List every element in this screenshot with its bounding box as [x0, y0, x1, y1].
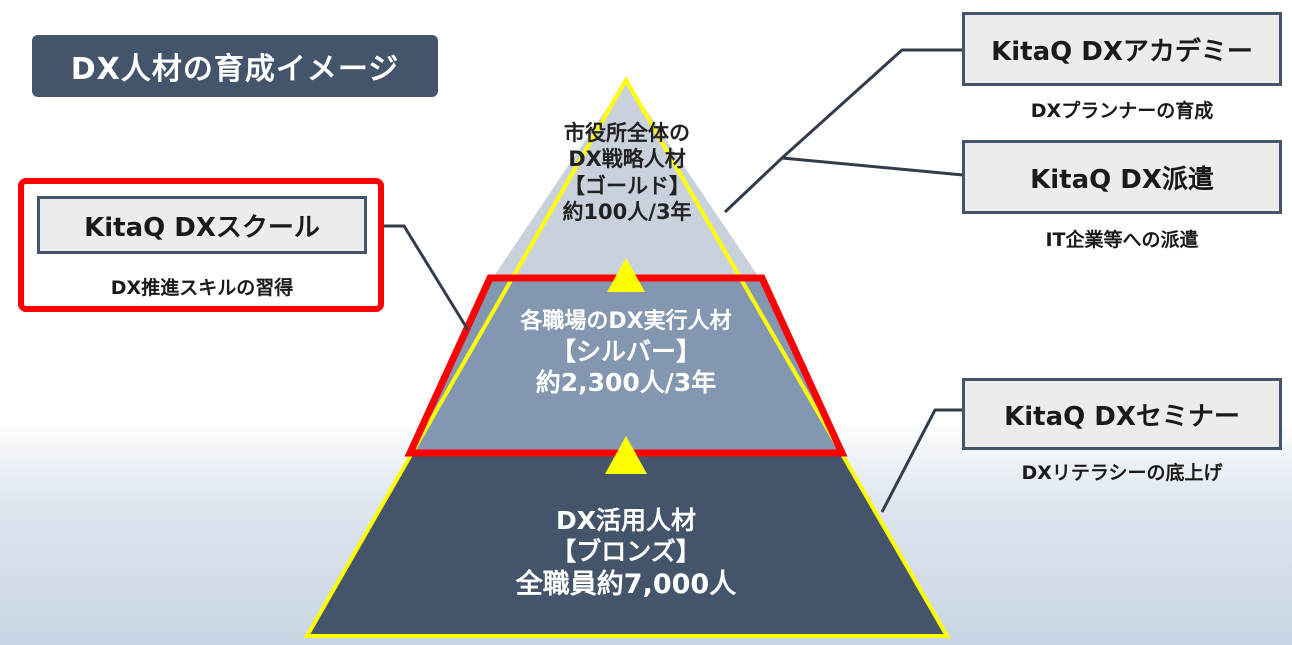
connector-dispatch: [781, 156, 964, 177]
program-caption-academy: DXプランナーの育成: [1030, 100, 1214, 122]
program-box-school: KitaQ DXスクール: [37, 196, 367, 254]
silver-line-2: 【シルバー】: [550, 336, 701, 366]
silver-line-3: 約2,300人/3年: [535, 367, 717, 397]
program-box-seminar: KitaQ DXセミナー: [962, 378, 1282, 450]
gold-line-2: DX戦略人材: [568, 147, 686, 172]
gold-line-3: 【ゴールド】: [564, 173, 690, 198]
gold-line-4: 約100人/3年: [562, 199, 692, 224]
bronze-line-2: 【ブロンズ】: [551, 537, 701, 567]
program-box-academy: KitaQ DXアカデミー: [962, 12, 1282, 86]
up-arrow-silver: [605, 436, 647, 474]
silver-line-1: 各職場のDX実行人材: [520, 309, 732, 334]
gold-line-1: 市役所全体の: [564, 121, 690, 145]
bronze-tier: [307, 452, 947, 636]
up-arrow-gold: [607, 258, 645, 292]
page-title: DX人材の育成イメージ: [32, 35, 438, 97]
gold-tier-label: 市役所全体の DX戦略人材 【ゴールド】 約100人/3年: [502, 120, 752, 225]
program-caption-school: DX推進スキルの習得: [110, 277, 294, 299]
connector-school: [384, 224, 470, 331]
program-caption-seminar: DXリテラシーの底上げ: [1021, 462, 1223, 484]
silver-tier-label: 各職場のDX実行人材 【シルバー】 約2,300人/3年: [450, 308, 802, 398]
bronze-line-1: DX活用人材: [555, 506, 697, 535]
connector-academy: [723, 48, 963, 214]
connector-seminar: [880, 408, 963, 513]
silver-tier: [412, 279, 840, 452]
program-caption-dispatch: IT企業等への派遣: [1045, 229, 1199, 251]
silver-highlight-frame: [404, 274, 848, 457]
bronze-tier-label: DX活用人材 【ブロンズ】 全職員約7,000人: [380, 505, 872, 601]
gold-tier: [492, 80, 760, 279]
school-highlight-frame: [18, 178, 384, 312]
bronze-line-3: 全職員約7,000人: [515, 568, 737, 600]
pyramid-outline: [303, 75, 951, 638]
program-box-dispatch: KitaQ DX派遣: [962, 140, 1282, 214]
